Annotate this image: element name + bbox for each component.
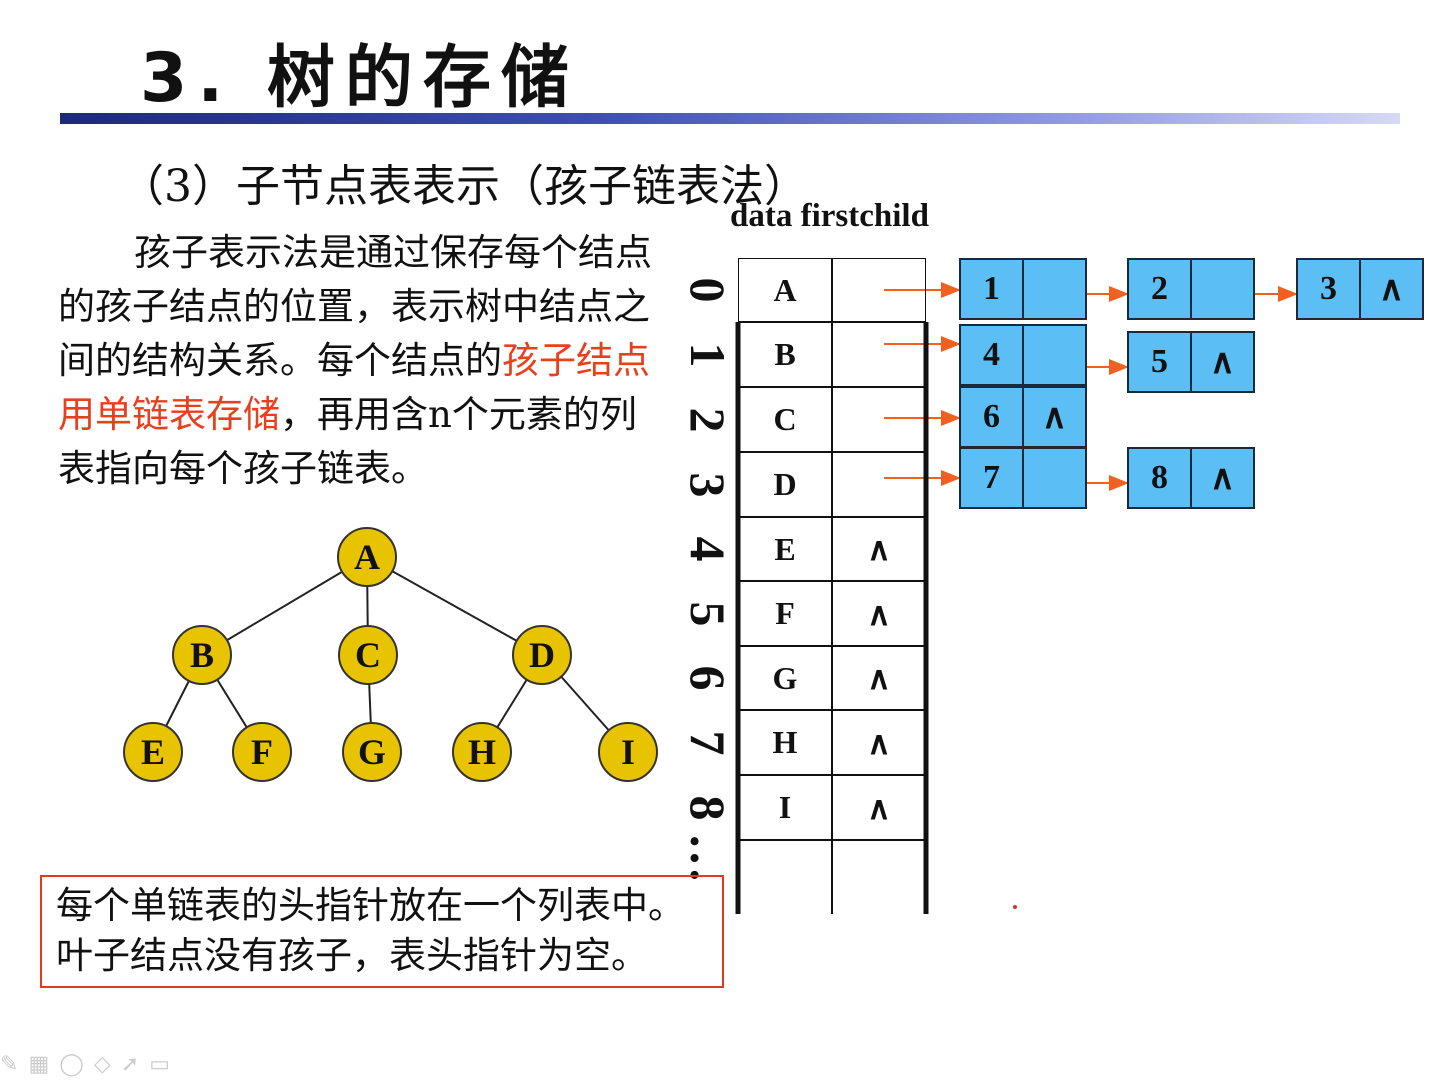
title-underline <box>60 113 1400 124</box>
subtitle: （3）子节点表表示（孩子链表法） <box>120 161 808 212</box>
list-node-next <box>1024 260 1085 318</box>
tree-edge <box>201 556 368 656</box>
table-cell-firstchild <box>832 322 926 387</box>
table-cell-firstchild: ∧ <box>832 775 926 840</box>
list-node-value: 3 <box>1298 260 1361 318</box>
list-node-value: 6 <box>961 388 1024 446</box>
list-node-next: ∧ <box>1042 399 1067 436</box>
note-box: 每个单链表的头指针放在一个列表中。 叶子结点没有孩子，表头指针为空。 <box>40 875 724 988</box>
note-line-2: 叶子结点没有孩子，表头指针为空。 <box>56 934 648 977</box>
list-node-value: 1 <box>961 260 1024 318</box>
eraser-icon[interactable]: ◯ <box>59 1052 84 1077</box>
pen-icon[interactable]: ✎ <box>0 1052 19 1077</box>
table-cell-firstchild <box>832 258 926 322</box>
table-cell-data: I <box>738 775 832 840</box>
tree-node: D <box>512 625 572 685</box>
list-node: 4 <box>959 324 1087 386</box>
tree-node: A <box>337 527 397 587</box>
slide-title: 3. 树的存储 <box>140 39 579 118</box>
table-cell-data: H <box>738 710 832 775</box>
list-node: 7 <box>959 447 1087 509</box>
index-label: 4 <box>680 536 736 562</box>
note-line-1: 每个单链表的头指针放在一个列表中。 <box>56 884 685 927</box>
list-node-next <box>1192 260 1253 318</box>
table-cell-data: F <box>738 581 832 646</box>
tree-node: H <box>452 722 512 782</box>
table-cell-firstchild: ∧ <box>832 517 926 581</box>
table-header: data firstchild <box>730 198 929 234</box>
list-node-next <box>1024 326 1085 384</box>
tree-node: C <box>338 625 398 685</box>
para-text-end: ，再用含n个元素的列表指向每个孩子链表。 <box>58 393 637 490</box>
list-node-value: 4 <box>961 326 1024 384</box>
keyboard-icon[interactable]: ▦ <box>28 1052 50 1077</box>
list-node: 5∧ <box>1127 331 1255 393</box>
tree-node: E <box>123 722 183 782</box>
list-node-next: ∧ <box>1210 460 1235 497</box>
table-cell-firstchild <box>832 387 926 452</box>
list-node-value: 7 <box>961 449 1024 507</box>
table-cell-data: E <box>738 517 832 581</box>
description-paragraph: 孩子表示法是通过保存每个结点的孩子结点的位置，表示树中结点之间的结构关系。每个结… <box>58 226 658 496</box>
index-label: 6 <box>680 665 736 691</box>
red-dot <box>1013 905 1017 909</box>
index-label: 2 <box>680 407 736 432</box>
table-cell-firstchild <box>832 840 926 914</box>
para-highlight: 孩子结点用单链表存储 <box>58 339 650 436</box>
table-cell-firstchild: ∧ <box>832 710 926 775</box>
camera-icon[interactable]: ▭ <box>149 1052 171 1077</box>
list-node-next: ∧ <box>1210 344 1235 381</box>
para-text: 孩子表示法是通过保存每个结点的孩子结点的位置，表示树中结点之间的结构关系。每个结… <box>58 231 652 382</box>
pointer-icon[interactable]: ➚ <box>120 1052 140 1077</box>
index-label: 8 <box>680 795 736 820</box>
index-label: 7 <box>680 730 736 755</box>
list-node: 3∧ <box>1296 258 1424 320</box>
list-node-value: 2 <box>1129 260 1192 318</box>
tree-node: G <box>342 722 402 782</box>
table-cell-data: B <box>738 322 832 387</box>
tree-node: I <box>598 722 658 782</box>
index-label: 0 <box>680 277 736 303</box>
table-cell-data: G <box>738 646 832 710</box>
index-label: 1 <box>680 342 736 367</box>
tree-edge <box>366 556 543 656</box>
tree-node: F <box>232 722 292 782</box>
table-cell-data: A <box>738 258 832 322</box>
index-label: 5 <box>680 601 736 626</box>
list-node: 8∧ <box>1127 447 1255 509</box>
list-node: 1 <box>959 258 1087 320</box>
highlighter-icon[interactable]: ◇ <box>93 1052 111 1077</box>
annotation-toolbar: ✎ ▦ ◯ ◇ ➚ ▭ <box>0 1052 170 1077</box>
table-cell-firstchild: ∧ <box>832 581 926 646</box>
table-cell-firstchild: ∧ <box>832 646 926 710</box>
index-label: 3 <box>680 472 736 497</box>
table-cell-data: C <box>738 387 832 452</box>
list-node-next: ∧ <box>1379 271 1404 308</box>
list-node-next <box>1024 449 1085 507</box>
list-node: 2 <box>1127 258 1255 320</box>
list-node: 6∧ <box>959 386 1087 448</box>
table-cell-data: D <box>738 452 832 517</box>
table-cell-data <box>738 840 832 914</box>
list-node-value: 8 <box>1129 449 1192 507</box>
list-node-value: 5 <box>1129 333 1192 391</box>
table-cell-firstchild <box>832 452 926 517</box>
tree-node: B <box>172 625 232 685</box>
